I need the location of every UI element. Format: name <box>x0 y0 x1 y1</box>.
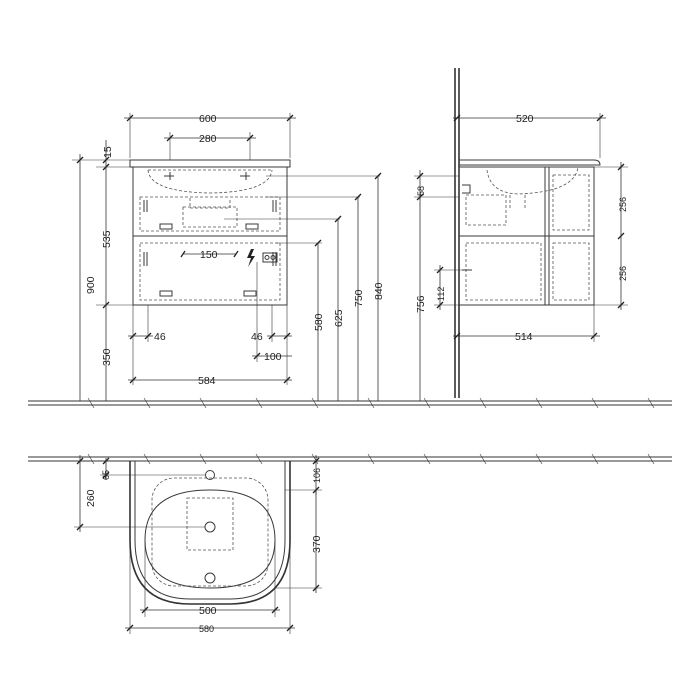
dim-370: 370 <box>311 535 323 553</box>
front-view: 150 600 280 900 15 535 350 <box>72 113 385 401</box>
siphon <box>189 198 231 209</box>
dim-584: 584 <box>198 375 216 387</box>
dim-350: 350 <box>101 348 113 366</box>
dim-600: 600 <box>199 113 217 125</box>
side-view: 520 514 256 256 58 756 112 <box>414 68 628 401</box>
siphon-outline <box>186 497 234 551</box>
dim-900: 900 <box>85 276 97 294</box>
dim-46-left: 46 <box>154 331 166 343</box>
basin-bowl <box>144 489 276 589</box>
tap-hole-icon <box>205 470 215 480</box>
dim-514: 514 <box>515 331 533 343</box>
floor-line-upper <box>28 397 672 409</box>
dim-580-plan: 580 <box>199 624 214 634</box>
dim-256-upper: 256 <box>618 197 628 212</box>
countertop <box>129 159 291 168</box>
plan-view: 65 260 106 370 500 580 <box>74 455 323 634</box>
drain-icon <box>204 521 216 533</box>
dim-520: 520 <box>516 113 534 125</box>
basin-outer <box>129 461 291 605</box>
dim-625: 625 <box>333 309 345 327</box>
dim-500: 500 <box>199 605 217 617</box>
lightning-bolt-icon <box>247 249 255 267</box>
basin-outline <box>147 169 273 194</box>
tap-right-icon <box>240 172 250 180</box>
cabinet-outline <box>151 477 269 587</box>
dim-65: 65 <box>101 470 111 480</box>
dim-535: 535 <box>101 230 113 248</box>
socket-icon <box>262 252 278 263</box>
dim-256-lower: 256 <box>618 266 628 281</box>
dim-100: 100 <box>264 351 282 363</box>
upper-drawer-inner <box>139 196 281 232</box>
side-countertop <box>459 159 601 166</box>
dim-280: 280 <box>199 133 217 145</box>
dim-58: 58 <box>416 186 426 196</box>
dim-112: 112 <box>436 287 446 301</box>
dim-15: 15 <box>102 146 114 158</box>
lower-drawer-inner <box>139 242 281 301</box>
dim-260: 260 <box>85 489 97 507</box>
dim-756: 756 <box>415 295 427 313</box>
tap-left-icon <box>164 172 174 180</box>
dim-750: 750 <box>353 289 365 307</box>
dim-580: 580 <box>313 313 325 331</box>
dim-150: 150 <box>200 249 218 261</box>
dim-106: 106 <box>312 468 322 483</box>
dim-840: 840 <box>373 282 385 300</box>
wall-line-plan <box>28 453 672 465</box>
side-basin <box>486 166 579 195</box>
overflow-icon <box>204 572 216 584</box>
